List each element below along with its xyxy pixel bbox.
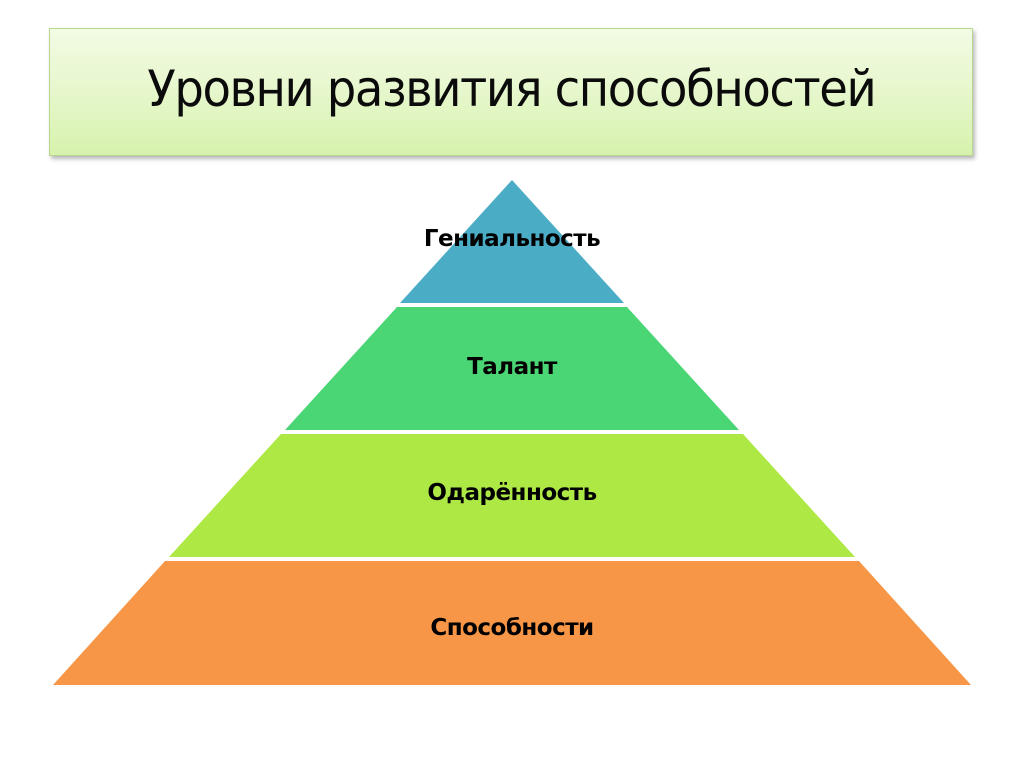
slide-title: Уровни развития способностей xyxy=(147,60,876,118)
tier-label-giftedness: Одарённость xyxy=(427,480,597,506)
pyramid-tier-abilities xyxy=(53,561,971,685)
tier-label-abilities: Способности xyxy=(430,615,594,641)
tier-label-talent: Талант xyxy=(467,354,557,380)
tier-label-genius: Гениальность xyxy=(423,226,601,252)
pyramid-tier-genius xyxy=(400,180,624,303)
pyramid-tier-talent xyxy=(285,307,739,430)
pyramid-tier-giftedness xyxy=(169,434,855,557)
slide-title-box: Уровни развития способностей xyxy=(49,28,973,156)
